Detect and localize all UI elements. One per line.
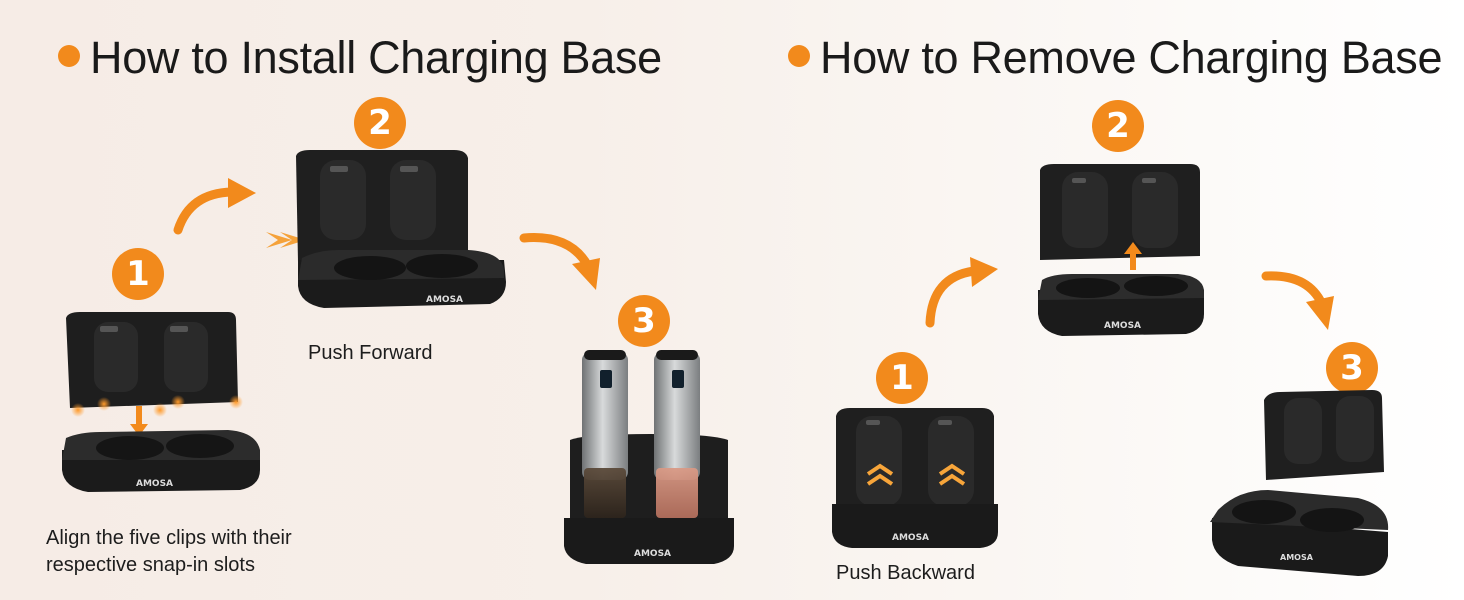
remove-title: How to Remove Charging Base — [820, 32, 1443, 83]
remove-step-1-device-image: AMOSA — [832, 408, 998, 548]
install-step-1-caption-line1: Align the five clips with their — [46, 527, 292, 549]
install-step-2-caption: Push Forward — [308, 342, 433, 364]
install-arrow-1-icon — [173, 178, 256, 235]
install-arrow-2-icon — [519, 233, 600, 290]
remove-step-1-caption: Push Backward — [836, 562, 975, 584]
remove-arrow-1-icon — [925, 257, 998, 328]
remove-step-2-device-image: AMOSA — [1038, 164, 1204, 336]
install-step-2-badge: 2 — [354, 97, 406, 149]
remove-step-1-brand-label: AMOSA — [892, 533, 929, 543]
install-step-1-device-image: AMOSA — [62, 312, 260, 492]
remove-bullet-icon — [788, 45, 810, 67]
install-step-3-brand-label: AMOSA — [634, 549, 671, 559]
install-step-3-device-image: AMOSA — [564, 350, 734, 564]
remove-step-2-brand-label: AMOSA — [1104, 321, 1141, 331]
install-step-1-badge: 1 — [112, 248, 164, 300]
remove-step-1-badge: 1 — [876, 352, 928, 404]
install-step-1-brand-label: AMOSA — [136, 479, 173, 489]
remove-arrow-2-icon — [1261, 271, 1334, 330]
install-step-2-brand-label: AMOSA — [426, 295, 463, 305]
remove-step-2-badge: 2 — [1092, 100, 1144, 152]
install-title: How to Install Charging Base — [90, 32, 662, 83]
install-step-1-caption: Align the five clips with their respecti… — [46, 525, 292, 579]
install-step-2-device-image: AMOSA — [266, 150, 506, 308]
install-step-3-badge: 3 — [618, 295, 670, 347]
install-step-1-caption-line2: respective snap-in slots — [46, 554, 255, 576]
remove-step-3-brand-label: AMOSA — [1280, 553, 1314, 562]
remove-step-3-device-image: AMOSA — [1210, 390, 1389, 576]
remove-step-3-badge: 3 — [1326, 342, 1378, 394]
install-bullet-icon — [58, 45, 80, 67]
